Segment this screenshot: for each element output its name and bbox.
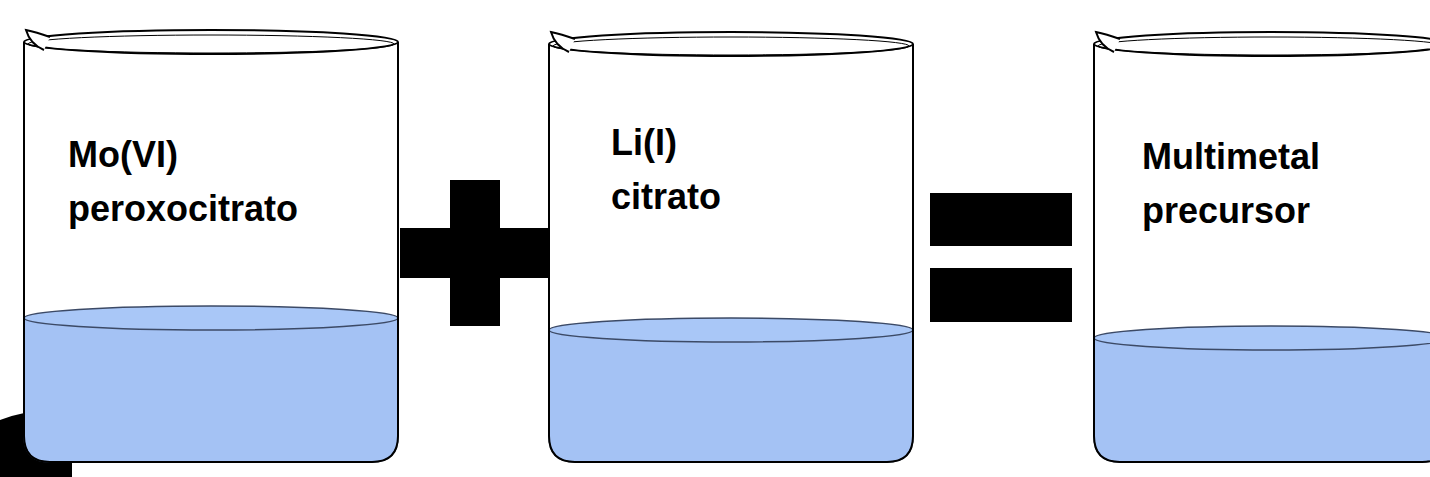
spout [1096, 32, 1120, 52]
beaker: Li(I) citrato [545, 12, 917, 466]
spout [26, 30, 50, 50]
beaker-label: Multimetal precursor [1142, 130, 1325, 238]
equals-sign [930, 268, 1072, 322]
spout [551, 32, 575, 52]
liquid [24, 318, 398, 462]
beaker: Multimetal precursor [1090, 12, 1430, 466]
beaker-outline [20, 10, 402, 466]
beaker: Mo(VI) peroxocitrato [20, 10, 402, 466]
equals-sign [930, 193, 1072, 246]
beaker-label: Li(I) citrato [611, 116, 726, 224]
beaker-label: Mo(VI) peroxocitrato [68, 128, 303, 236]
liquid [1094, 338, 1430, 462]
beaker-outline [1090, 12, 1430, 466]
plus-sign [400, 228, 548, 278]
liquid [549, 330, 913, 462]
beaker-outline [545, 12, 917, 466]
